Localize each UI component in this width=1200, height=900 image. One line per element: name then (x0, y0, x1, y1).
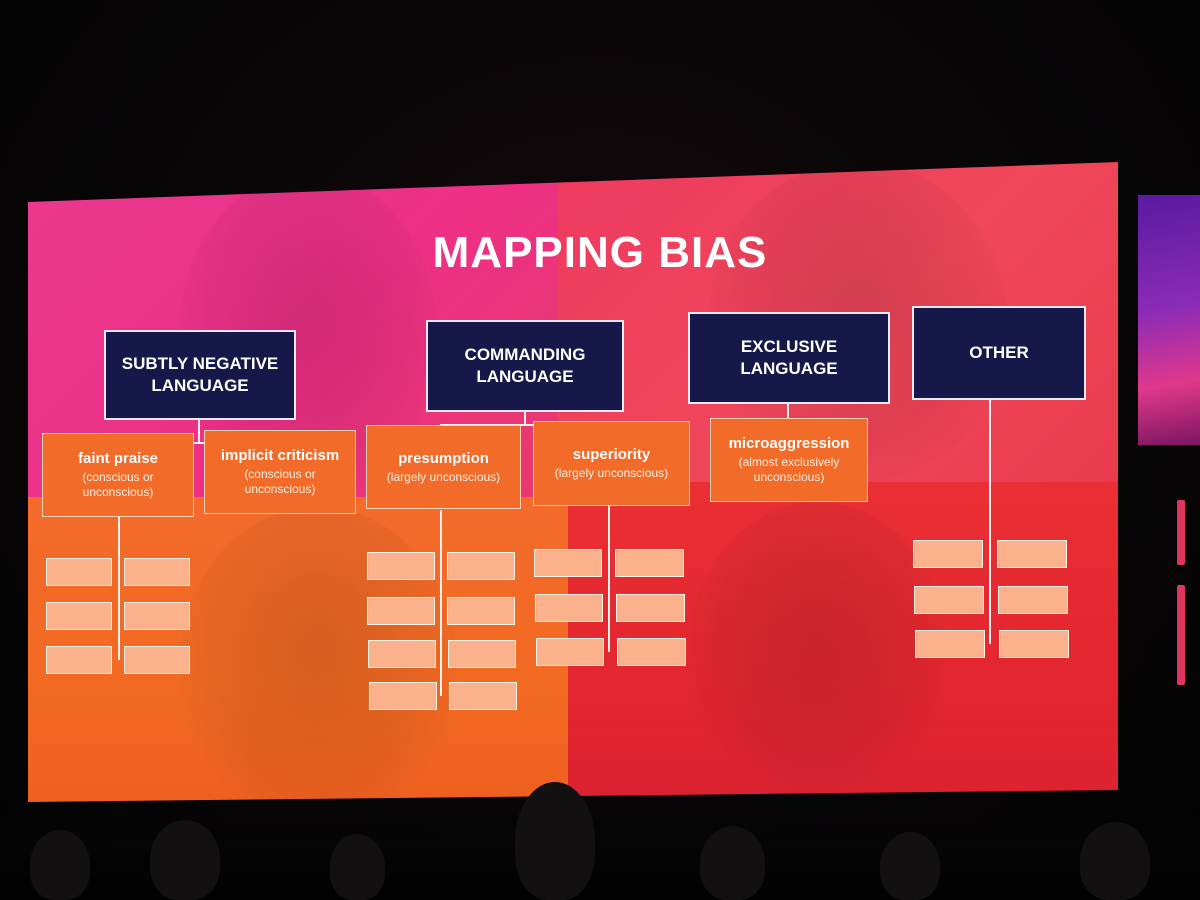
subcategory-note: (conscious or (244, 467, 316, 481)
category-label: OTHER (969, 343, 1029, 362)
category-label: EXCLUSIVE (740, 337, 838, 356)
adjacent-screen (1138, 195, 1200, 445)
empty-slot (997, 540, 1067, 568)
connector-line (440, 510, 442, 696)
connector-line (118, 516, 120, 660)
subcategory-implicit-criticism: implicit criticism (conscious or unconsc… (204, 430, 356, 514)
connector-line (440, 424, 612, 426)
subcategory-label: microaggression (728, 435, 850, 452)
category-label: LANGUAGE (151, 376, 249, 395)
empty-slot (369, 682, 437, 710)
empty-slot (617, 638, 686, 666)
subcategory-microaggression: microaggression (almost exclusively unco… (710, 418, 868, 502)
empty-slot (447, 597, 515, 625)
empty-slot (913, 540, 983, 568)
subcategory-note: (largely unconscious) (386, 469, 501, 484)
category-commanding-language: COMMANDING LANGUAGE (426, 320, 624, 412)
audience-head (30, 830, 90, 900)
empty-slot (999, 630, 1069, 658)
connector-line (787, 402, 789, 420)
audience-head (700, 826, 765, 900)
connector-line (118, 442, 280, 444)
category-label: LANGUAGE (476, 367, 574, 386)
subcategory-faint-praise: faint praise (conscious or unconscious) (42, 433, 194, 517)
empty-slot (448, 640, 516, 668)
empty-slot (368, 640, 436, 668)
subcategory-label: implicit criticism (220, 447, 340, 464)
audience-head (880, 832, 940, 900)
connector-line (989, 398, 991, 644)
category-label: SUBTLY NEGATIVE (121, 354, 279, 373)
subcategory-presumption: presumption (largely unconscious) (366, 425, 521, 509)
category-exclusive-language: EXCLUSIVE LANGUAGE (688, 312, 890, 404)
empty-slot (536, 638, 604, 666)
connector-line (524, 410, 526, 424)
empty-slot (449, 682, 517, 710)
empty-slot (46, 602, 112, 630)
empty-slot (124, 602, 190, 630)
category-label: LANGUAGE (740, 359, 838, 378)
adjacent-screen-strip (1177, 585, 1185, 685)
category-subtly-negative-language: SUBTLY NEGATIVE LANGUAGE (104, 330, 296, 420)
empty-slot (367, 597, 435, 625)
empty-slot (915, 630, 985, 658)
subcategory-superiority: superiority (largely unconscious) (533, 421, 690, 506)
category-label: COMMANDING (464, 345, 586, 364)
subcategory-note: unconscious) (244, 482, 316, 496)
face-shading (688, 502, 948, 802)
empty-slot (998, 586, 1068, 614)
empty-slot (46, 558, 112, 586)
subcategory-note: unconscious) (753, 470, 825, 484)
subcategory-label: superiority (572, 446, 651, 463)
subcategory-label: presumption (398, 449, 489, 467)
subcategory-note: (conscious or (82, 470, 154, 484)
connector-line (198, 418, 200, 442)
empty-slot (914, 586, 984, 614)
empty-slot (124, 558, 190, 586)
empty-slot (367, 552, 435, 580)
audience-head (515, 782, 595, 900)
audience-silhouettes (0, 782, 1200, 900)
empty-slot (535, 594, 603, 622)
audience-head (330, 834, 385, 900)
audience-head (1080, 822, 1150, 900)
empty-slot (534, 549, 602, 577)
empty-slot (46, 646, 112, 674)
empty-slot (615, 549, 684, 577)
subcategory-label: faint praise (77, 450, 159, 467)
subcategory-note: (almost exclusively (738, 455, 840, 469)
subcategory-note: unconscious) (82, 485, 154, 499)
empty-slot (447, 552, 515, 580)
category-other: OTHER (912, 306, 1086, 400)
empty-slot (616, 594, 685, 622)
slide-title: MAPPING BIAS (432, 228, 768, 277)
adjacent-screen-strip (1177, 500, 1185, 565)
subcategory-note: (largely unconscious) (554, 466, 669, 480)
audience-head (150, 820, 220, 900)
connector-line (608, 506, 610, 652)
empty-slot (124, 646, 190, 674)
